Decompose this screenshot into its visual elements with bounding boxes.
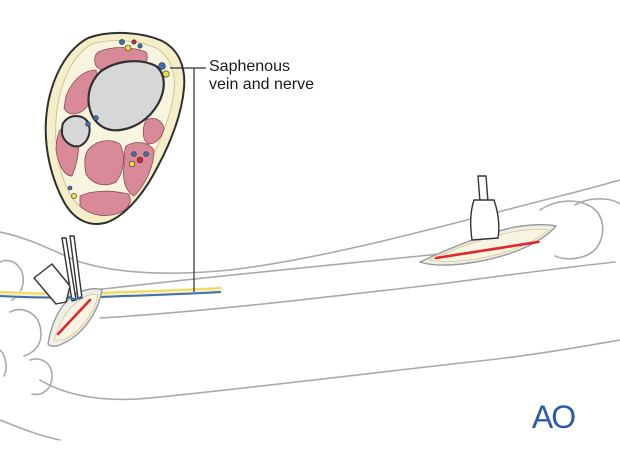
tibia-bone: [87, 60, 165, 132]
muscle-groups: [55, 47, 165, 216]
vessel-dot-5: [93, 115, 99, 121]
vessel-dot-12: [67, 185, 73, 191]
vessel-dot-8: [131, 151, 137, 157]
retractor-left-handle: [61, 237, 77, 302]
retractor-left: [33, 235, 83, 305]
muscle-medial: [123, 142, 155, 197]
cross-section: [44, 31, 186, 225]
vessel-dot-1: [119, 39, 125, 45]
incision-line-right: [434, 240, 540, 260]
retractor-right: [469, 175, 500, 241]
retractor-right-blade: [469, 199, 500, 241]
retractor-left-blade: [33, 263, 71, 305]
incision-line-left: [56, 298, 92, 336]
vessel-dot-4: [137, 43, 143, 49]
ao-logo: AO: [532, 399, 577, 434]
calf-bottom-contour: [0, 419, 61, 441]
muscle-posterior-deep: [84, 140, 124, 186]
vessel-dot-9: [143, 151, 149, 157]
saphenous-label-line2: vein and nerve: [209, 76, 314, 93]
vessel-dot-11: [71, 193, 77, 199]
vessel-dot-7: [136, 156, 144, 164]
neurovascular-dots: [67, 39, 170, 199]
knee-condyle: [539, 200, 604, 260]
knee-bone-right: [574, 198, 620, 206]
limb-upper-contour: [0, 179, 620, 275]
retractor-left-handle-2: [69, 235, 83, 300]
retractor-left-vein-hook: [67, 295, 83, 300]
ao-logo-text: AO: [532, 399, 575, 434]
incision-wound-left-inner: [53, 293, 99, 341]
label-leader: [170, 67, 206, 292]
incision-medial-distal: [33, 235, 103, 347]
ankle-bones: [0, 259, 53, 396]
saphenous-label: Saphenous vein and nerve: [209, 58, 314, 94]
tibia-lower-line: [99, 261, 616, 319]
retractor-right-handle: [477, 175, 489, 203]
muscle-posterior-superficial: [79, 190, 131, 216]
limb-lower-contour: [39, 339, 620, 401]
incision-proximal: [418, 175, 558, 266]
fibula-bone: [60, 115, 91, 148]
muscle-small-right: [142, 118, 165, 145]
saphenous-vein-dot: [158, 62, 166, 70]
vessel-dot-2: [124, 44, 132, 52]
vessel-dot-10: [128, 160, 136, 168]
saphenous-structures: [0, 286, 224, 300]
saphenous-label-line1: Saphenous: [209, 58, 290, 75]
vessel-dot-6: [85, 121, 91, 127]
vessel-dot-3: [131, 39, 137, 45]
saphenous-nerve-dot: [162, 70, 170, 78]
